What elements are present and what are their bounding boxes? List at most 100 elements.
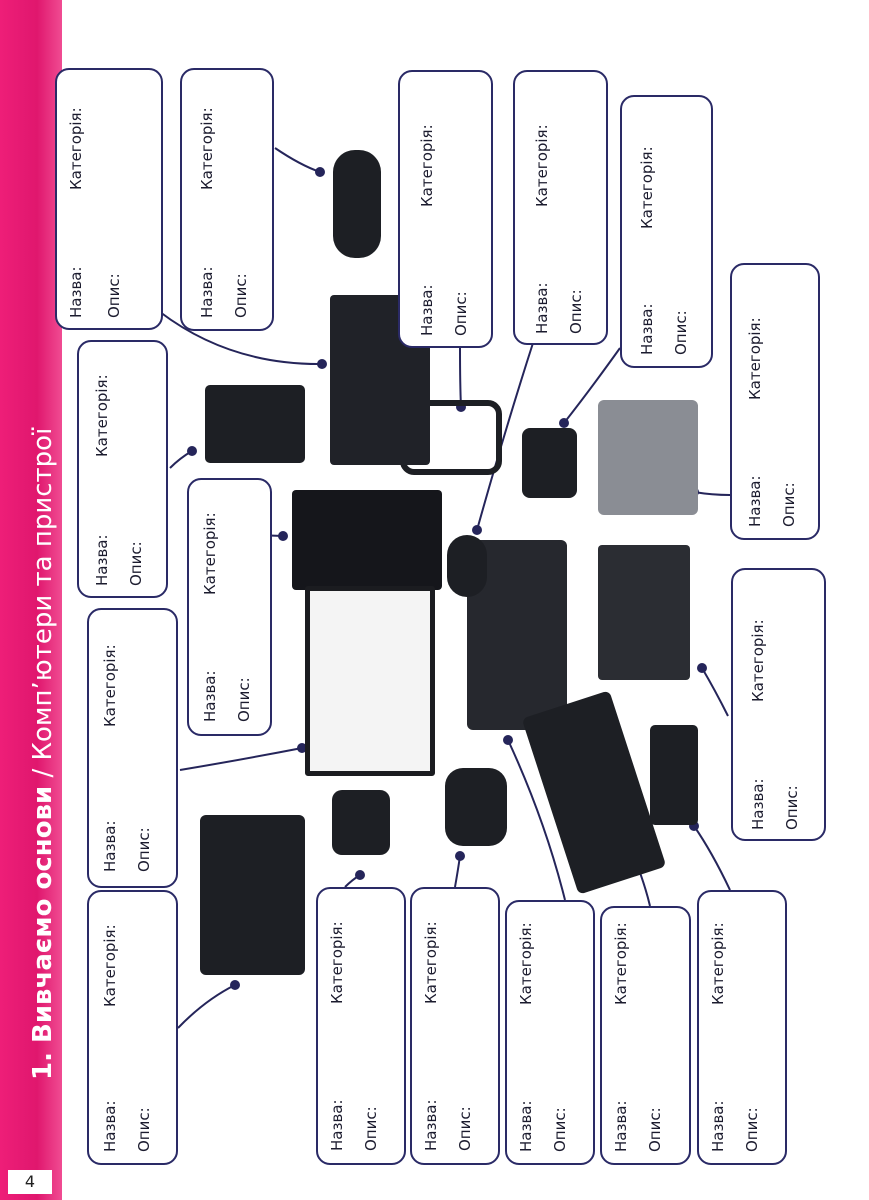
external-hard-drive-image <box>650 725 698 825</box>
optical-drive-image <box>598 545 690 680</box>
card-description-label: Опис: <box>743 1107 761 1152</box>
device-card-3: Назва: Опис: Категорія: <box>187 478 272 736</box>
leader-dot-2 <box>297 743 307 753</box>
card-description-label: Опис: <box>105 273 123 318</box>
card-description-label: Опис: <box>646 1107 664 1152</box>
card-description-label: Опис: <box>232 273 250 318</box>
card-category-label: Категорія: <box>638 146 656 229</box>
card-name-label: Назва: <box>198 266 216 318</box>
device-card-1: Назва: Опис: Категорія: <box>87 890 178 1165</box>
leader-dot-9 <box>559 418 569 428</box>
device-card-16: Назва: Опис: Категорія: <box>697 890 787 1165</box>
card-description-label: Опис: <box>783 785 801 830</box>
device-card-6: Назва: Опис: Категорія: <box>180 68 274 331</box>
leader-line-11 <box>701 667 729 717</box>
card-name-label: Назва: <box>93 534 111 586</box>
game-controller-image <box>445 768 507 846</box>
speaker-image <box>333 150 381 258</box>
device-card-9: Назва: Опис: Категорія: <box>620 95 713 368</box>
leader-line-6 <box>274 147 321 173</box>
header-strip <box>0 0 62 1200</box>
leader-dot-16 <box>355 870 365 880</box>
leader-line-9 <box>563 347 621 424</box>
device-card-8: Назва: Опис: Категорія: <box>513 70 608 345</box>
leader-dot-4 <box>187 446 197 456</box>
card-name-label: Назва: <box>418 284 436 336</box>
device-card-15: Назва: Опис: Категорія: <box>600 906 691 1165</box>
card-category-label: Категорія: <box>422 921 440 1004</box>
card-name-label: Назва: <box>517 1100 535 1152</box>
card-category-label: Категорія: <box>101 924 119 1007</box>
card-name-label: Назва: <box>746 475 764 527</box>
card-category-label: Категорія: <box>517 922 535 1005</box>
card-category-label: Категорія: <box>709 922 727 1005</box>
device-card-14: Назва: Опис: Категорія: <box>505 900 595 1165</box>
card-description-label: Опис: <box>551 1107 569 1152</box>
device-card-2: Назва: Опис: Категорія: <box>87 608 178 888</box>
card-description-label: Опис: <box>362 1106 380 1151</box>
leader-line-14 <box>507 739 566 901</box>
leader-dot-8 <box>472 525 482 535</box>
leader-dot-3 <box>278 531 288 541</box>
card-description-label: Опис: <box>567 289 585 334</box>
card-name-label: Назва: <box>101 1100 119 1152</box>
device-card-12: Назва: Опис: Категорія: <box>316 887 406 1165</box>
card-name-label: Назва: <box>422 1099 440 1151</box>
printer-image <box>200 815 305 975</box>
card-description-label: Опис: <box>135 827 153 872</box>
card-name-label: Назва: <box>533 282 551 334</box>
device-card-4: Назва: Опис: Категорія: <box>77 340 168 598</box>
leader-dot-11 <box>697 663 707 673</box>
card-description-label: Опис: <box>127 541 145 586</box>
card-category-label: Категорія: <box>749 619 767 702</box>
digital-camera-image <box>522 428 577 498</box>
card-name-label: Назва: <box>638 303 656 355</box>
card-name-label: Назва: <box>67 266 85 318</box>
monitor-image <box>305 586 435 776</box>
leader-line-12 <box>693 825 731 891</box>
card-category-label: Категорія: <box>67 107 85 190</box>
leader-line-8 <box>476 342 534 531</box>
device-card-5: Назва: Опис: Категорія: <box>55 68 163 330</box>
card-category-label: Категорія: <box>101 644 119 727</box>
card-name-label: Назва: <box>328 1099 346 1151</box>
card-name-label: Назва: <box>612 1100 630 1152</box>
power-strip-image <box>205 385 305 463</box>
card-description-label: Опис: <box>452 291 470 336</box>
webcam-image <box>332 790 390 855</box>
desktop-computer-image <box>292 490 442 590</box>
card-name-label: Назва: <box>749 778 767 830</box>
card-description-label: Опис: <box>135 1107 153 1152</box>
leader-line-2 <box>179 747 303 771</box>
leader-dot-5 <box>317 359 327 369</box>
card-name-label: Назва: <box>101 820 119 872</box>
card-category-label: Категорія: <box>612 922 630 1005</box>
leader-line-1 <box>177 984 236 1029</box>
card-name-label: Назва: <box>709 1100 727 1152</box>
card-name-label: Назва: <box>201 670 219 722</box>
leader-dot-15 <box>455 851 465 861</box>
card-category-label: Категорія: <box>201 512 219 595</box>
device-card-10: Назва: Опис: Категорія: <box>730 263 820 540</box>
leader-line-5 <box>159 311 323 366</box>
device-card-7: Назва: Опис: Категорія: <box>398 70 493 348</box>
card-description-label: Опис: <box>456 1106 474 1151</box>
card-description-label: Опис: <box>235 677 253 722</box>
device-card-11: Назва: Опис: Категорія: <box>731 568 826 841</box>
card-category-label: Категорія: <box>418 124 436 207</box>
mouse-image <box>447 535 487 597</box>
leader-dot-1 <box>230 980 240 990</box>
card-category-label: Категорія: <box>746 317 764 400</box>
device-card-13: Назва: Опис: Категорія: <box>410 887 500 1165</box>
card-category-label: Категорія: <box>328 921 346 1004</box>
hard-disk-drive-image <box>598 400 698 515</box>
leader-line-10 <box>693 491 731 496</box>
card-category-label: Категорія: <box>533 124 551 207</box>
leader-dot-6 <box>315 167 325 177</box>
card-category-label: Категорія: <box>198 107 216 190</box>
leader-dot-14 <box>503 735 513 745</box>
card-description-label: Опис: <box>672 310 690 355</box>
page-number: 4 <box>8 1170 52 1194</box>
leader-line-7 <box>459 347 462 408</box>
